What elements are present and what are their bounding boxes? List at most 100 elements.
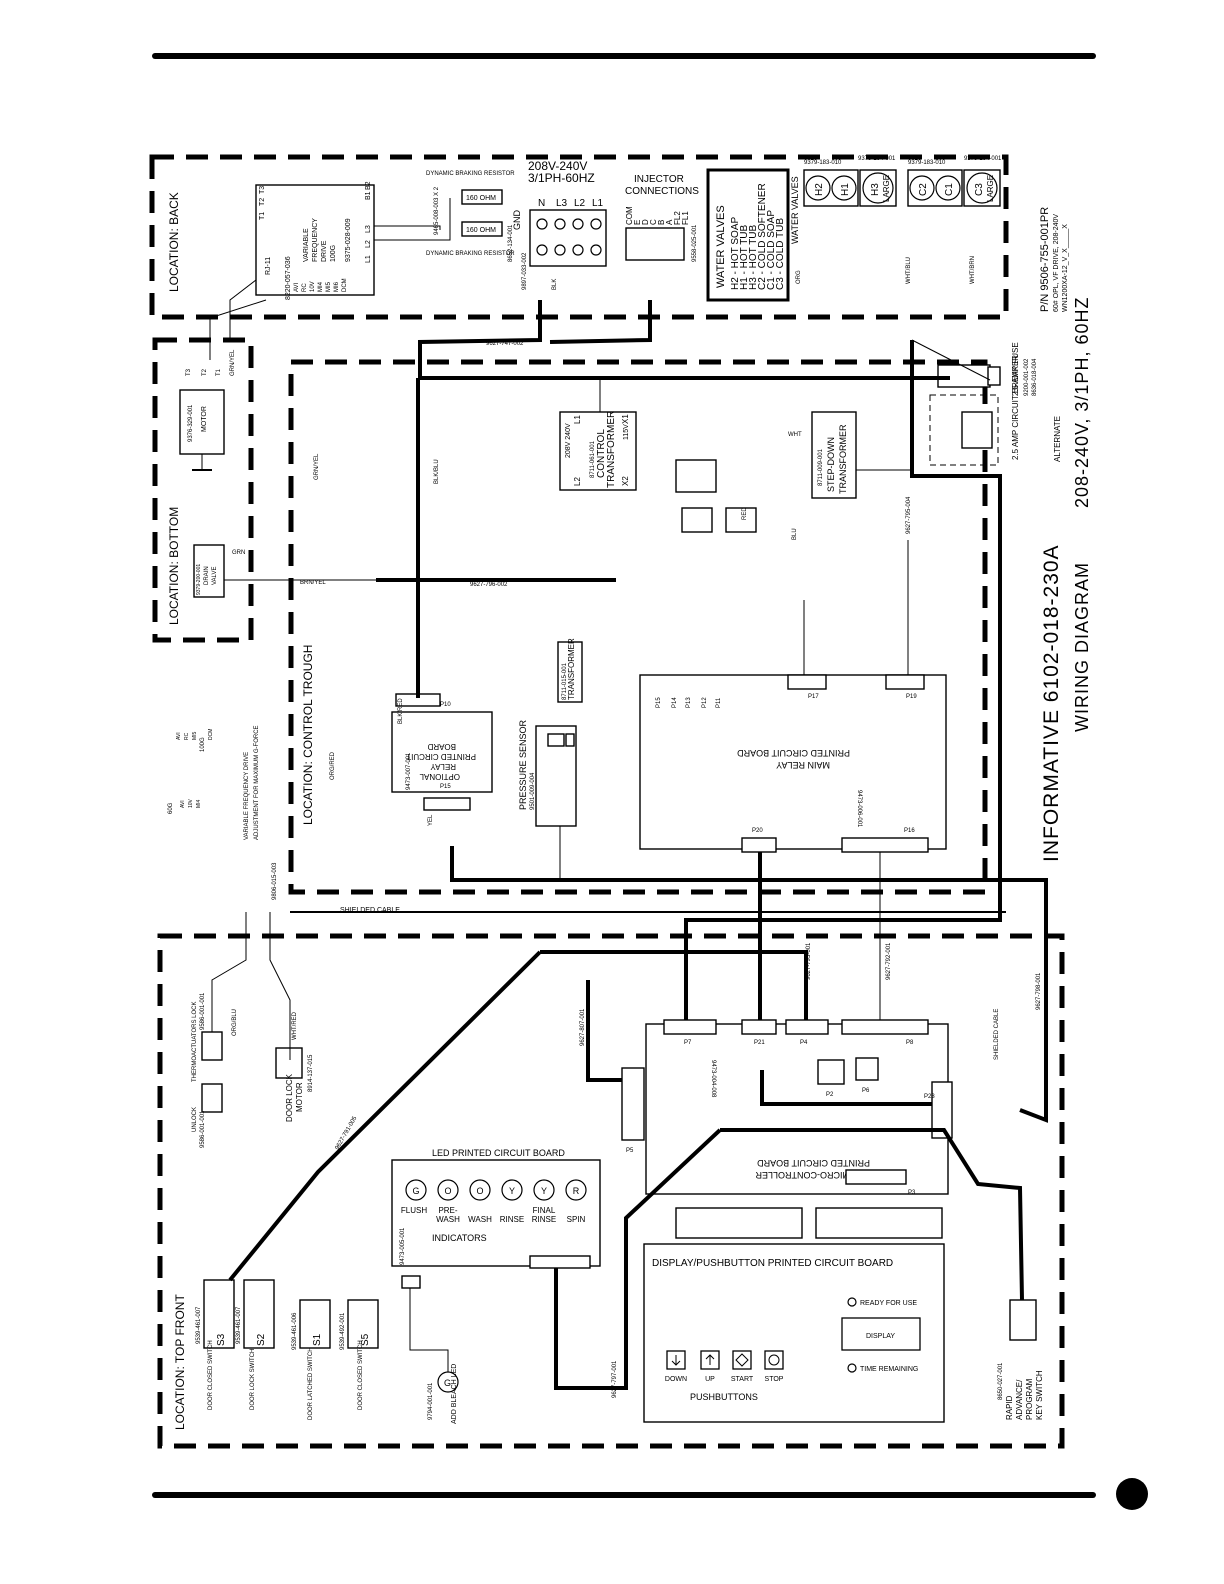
harness-label-797: 9627-797-001: [612, 1360, 618, 1398]
power-screw-l3-top: [554, 218, 566, 230]
power-terminal-screws: [536, 218, 602, 256]
stop-button[interactable]: [764, 1350, 784, 1370]
led-flush-name: FLUSH: [401, 1206, 427, 1215]
vfd-io-rc: RC: [302, 283, 308, 292]
wire-color-blkblu-1: BLK/BLU: [434, 459, 440, 484]
key-switch-label-3: PROGRAM: [1025, 1378, 1034, 1420]
power-gnd-label: GND: [512, 210, 522, 231]
time-remaining-label: TIME REMAINING: [860, 1366, 918, 1373]
zone-back: [149, 154, 1009, 320]
relay-block-1: [675, 459, 717, 493]
micro-p2: P2: [826, 1092, 834, 1098]
led-rinse-name: RINSE: [500, 1215, 524, 1224]
pressure-switch-sw1: [565, 733, 575, 747]
main-relay-board: [639, 674, 947, 850]
led-rinse: [501, 1179, 523, 1201]
led-prewash-name-line-2: WASH: [436, 1215, 460, 1224]
vfd-label-2: FREQUENCY: [312, 218, 319, 262]
wire-bundles: [228, 300, 1048, 1390]
control-transformer-x2: X2: [621, 476, 630, 486]
water-valves-side-label: WATER VALVES: [790, 176, 800, 244]
wire-color-org-1: ORG: [796, 270, 802, 284]
led-wash: [469, 1179, 491, 1201]
valve-h3: [862, 172, 894, 204]
bundle-injector: [549, 300, 652, 344]
harness-label-798: 9627-798-001: [1036, 972, 1042, 1010]
up-arrow-icon: [705, 1354, 715, 1365]
ready-for-use-label: READY FOR USE: [860, 1300, 917, 1307]
zone-top-front: [157, 933, 1065, 1449]
breaker-alternate-label: ALTERNATE: [1053, 416, 1062, 462]
location-control-trough-label: LOCATION: CONTROL TROUGH: [301, 645, 315, 825]
stop-circle-icon: [768, 1354, 780, 1366]
bundle-relay-micro: [684, 340, 1002, 1020]
shielded-cable-label: SHIELDED CABLE: [340, 907, 400, 914]
bundle-door-switches: [228, 950, 542, 1282]
step-down-transformer: [811, 411, 857, 499]
legend-c3: C3 - COLD TUB: [775, 218, 786, 290]
wire-thin-lines: [209, 198, 991, 1372]
fuse-cap: [987, 366, 1001, 386]
led-board-part: 9473-005-001: [400, 1227, 406, 1265]
vfd-io-dcm: DCM: [342, 278, 348, 292]
wire-color-wht-1: WHT: [788, 432, 802, 438]
motor-term-gnd: GRN/YEL: [230, 349, 236, 376]
fuse-part-2: 8636-018-004: [1032, 358, 1038, 396]
switch-s2-label: DOOR LOCK SWITCH: [250, 1349, 256, 1410]
switch-s1-id: S1: [312, 1333, 323, 1346]
pressure-transformer-part: 8711-015-001: [562, 662, 568, 700]
brake-resistor-part: 9465-008-003 X 2: [434, 186, 440, 235]
main-relay-label-1: MAIN RELAY: [776, 760, 830, 770]
led-board-title: LED PRINTED CIRCUIT BOARD: [432, 1148, 565, 1158]
thermoactuator-lock-label: THERMOACTUATORS LOCK: [192, 1002, 198, 1082]
pressure-sensor-part: 9501-009-004: [530, 772, 536, 810]
door-lock-motor-label-2: MOTOR: [295, 1082, 304, 1112]
vfd-term-t3: T3: [259, 186, 266, 194]
led-rinse-letter: Y: [509, 1186, 515, 1196]
wire-resistor-2: [374, 225, 441, 230]
vfd-box: [255, 184, 375, 296]
injector-label-1: INJECTOR: [634, 174, 684, 185]
led-prewash: [437, 1179, 459, 1201]
injector-term-e: E: [633, 220, 642, 225]
bundle-keyswitch: [720, 1128, 1024, 1301]
vfd-term-l1: L1: [365, 255, 372, 263]
vfd-io-mi5: MI5: [326, 281, 332, 292]
control-transformer-secondary-v: 115V: [623, 424, 630, 440]
pushbuttons-label: PUSHBUTTONS: [690, 1392, 758, 1402]
note-60g-10v: 10V: [188, 798, 194, 808]
optional-relay-board: [391, 711, 493, 793]
valve-h3-large: LARGE: [882, 175, 891, 202]
vfd-label-4: 100G: [330, 245, 337, 262]
start-button[interactable]: [732, 1350, 752, 1370]
display-board-title: DISPLAY/PUSHBUTTON PRINTED CIRCUIT BOARD: [652, 1258, 893, 1269]
connector-p20: [741, 837, 777, 853]
switch-s2-id: S2: [256, 1333, 267, 1346]
wire-color-blu-1: BLU: [792, 528, 798, 540]
injector-term-com: COM: [625, 206, 634, 225]
valve-h1: [831, 175, 857, 201]
micro-p4: P4: [800, 1040, 808, 1046]
note-100g-avi: AVI: [176, 732, 182, 740]
note-100g-rc: RC: [184, 732, 190, 740]
note-60g-mi4: MI4: [196, 799, 202, 808]
optional-relay-p15: P15: [440, 784, 451, 790]
page-marker-dot: [1116, 1478, 1148, 1510]
micro-p7: P7: [684, 1040, 692, 1046]
micro-p21: P21: [754, 1040, 765, 1046]
wire-color-blk-1: BLK: [552, 279, 558, 290]
vfd-term-l3: L3: [365, 225, 372, 233]
pushbutton-group: [666, 1350, 784, 1370]
control-transformer: [559, 411, 637, 491]
main-relay-part: 9473-006-001: [856, 790, 862, 828]
control-transformer-label-1: CONTROL: [596, 429, 607, 478]
optional-relay-label-2: RELAY: [430, 762, 456, 771]
power-screw-l2-top: [572, 218, 584, 230]
valve-c3: [966, 172, 998, 204]
control-transformer-l1: L1: [573, 415, 582, 424]
part-number: P/N 9506-755-001PR: [1039, 207, 1051, 312]
location-back-label: LOCATION: BACK: [167, 192, 181, 292]
power-term-n: N: [538, 198, 545, 209]
valve-c1-label: C1: [944, 183, 955, 196]
main-relay-p17: P17: [808, 694, 819, 700]
